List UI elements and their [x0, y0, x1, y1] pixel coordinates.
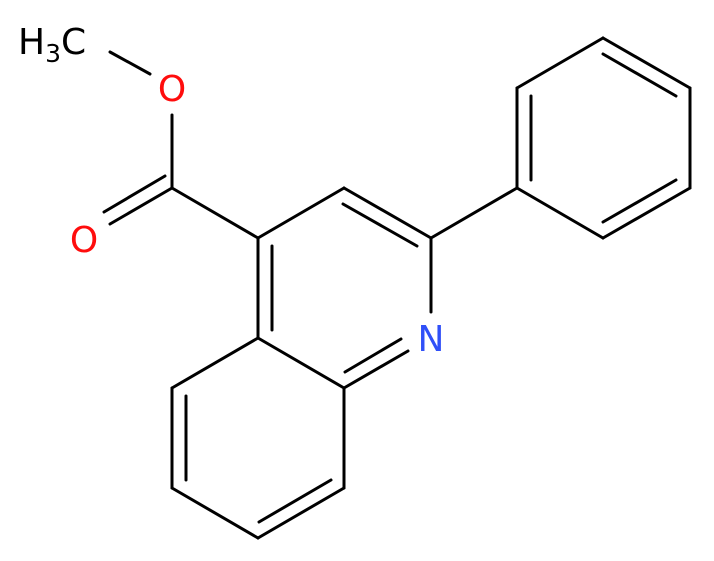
bond-c3-c2-double-inner [341, 202, 419, 248]
bond-carbonyl-double-inner [102, 174, 167, 214]
bond-ph5-ph6-double-outer [601, 186, 692, 240]
bond-c7-c8-double-outer [256, 486, 346, 540]
bond-c7-c8-double-inner [257, 478, 333, 524]
bond-c3-c2-double-outer [342, 186, 433, 240]
bond-n1-c8a-double-inner [343, 337, 403, 374]
bond-c2-phenyl [429, 186, 519, 240]
bond-c6-c7 [170, 486, 260, 540]
ether-oxygen-label: O [158, 69, 186, 110]
pyridine-ring [256, 186, 433, 390]
bond-c4a-c5 [170, 336, 260, 390]
bond-c8a-c4a [256, 336, 346, 390]
bond-carbonyl-carbon-c4 [170, 186, 260, 240]
bond-ph6-ph1 [515, 186, 605, 240]
bond-n1-c8a-double-outer [342, 349, 410, 390]
bond-c4-c3 [256, 186, 346, 240]
ring-nitrogen-label: N [418, 319, 445, 360]
phenyl-ring [429, 36, 692, 240]
carbonyl-oxygen-label: O [70, 220, 98, 261]
bond-ph5-ph6-double-inner [601, 178, 678, 224]
bond-ph3-ph4-double-inner [601, 52, 678, 98]
bond-carbonyl-double-outer [108, 186, 174, 226]
methyl-label: H3C [18, 22, 86, 68]
ester-group [102, 50, 260, 240]
bond-methyl-ether-oxygen [108, 50, 152, 76]
benzo-ring [170, 336, 346, 540]
bond-ph2-ph3 [515, 36, 605, 90]
bond-ph3-ph4-double-outer [601, 36, 692, 90]
